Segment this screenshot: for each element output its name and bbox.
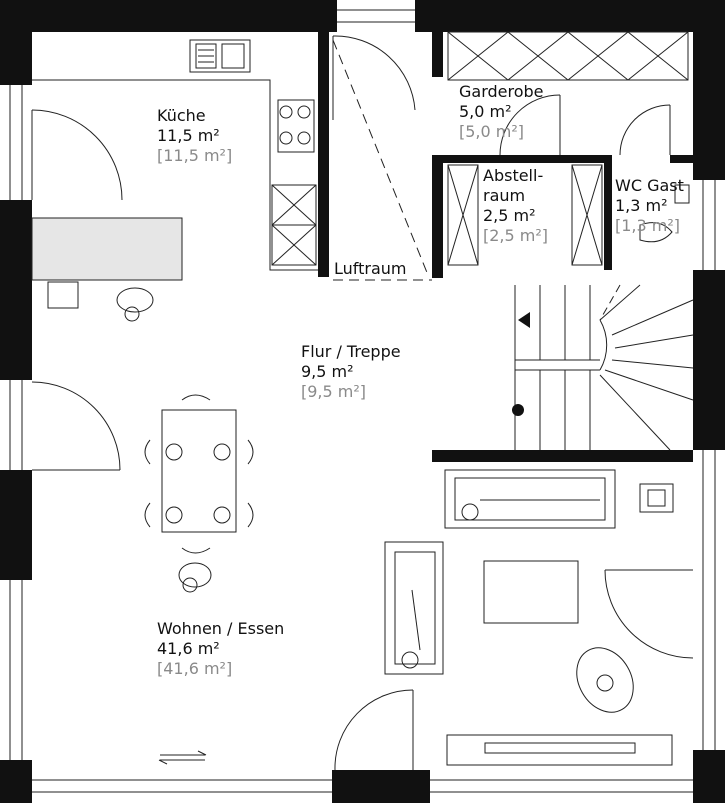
dining-table: [144, 394, 254, 554]
person-figure-dining: [178, 562, 212, 593]
door-entrance: [332, 35, 416, 120]
sofa-left: [384, 541, 444, 675]
kitchen-island: [31, 217, 183, 281]
side-table: [639, 483, 674, 513]
luftraum-label: Luftraum: [334, 259, 407, 278]
room-label-flur: Flur / Treppe 9,5 m² [9,5 m²]: [301, 342, 401, 401]
door-kitchen: [31, 109, 123, 201]
door-dining-window: [31, 381, 121, 471]
staircase: [514, 284, 694, 451]
door-wc: [619, 104, 671, 156]
room-label-wc: WC Gast 1,3 m² [1,3 m²]: [615, 176, 684, 235]
wardrobe: [447, 31, 689, 81]
room-label-kueche: Küche 11,5 m² [11,5 m²]: [157, 106, 233, 165]
coffee-table: [483, 560, 579, 624]
person-armchair: [576, 647, 634, 713]
door-abstell: [499, 94, 561, 156]
bar-stool: [47, 281, 79, 309]
person-figure: [116, 287, 154, 322]
luftraum-void: [332, 39, 432, 281]
room-label-abstell: Abstell- raum 2,5 m² [2,5 m²]: [483, 166, 549, 245]
tv-sideboard: [446, 734, 673, 766]
slide-arrow-icon: [158, 750, 207, 765]
stair-start-dot: [512, 404, 524, 416]
door-terrace: [604, 569, 694, 659]
sofa-top: [444, 469, 616, 529]
kitchen-counter: [32, 39, 318, 271]
door-living-bottom: [334, 689, 414, 771]
room-label-garderobe: Garderobe 5,0 m² [5,0 m²]: [459, 82, 544, 141]
wc-fixtures: [639, 184, 690, 243]
room-label-wohnen: Wohnen / Essen 41,6 m² [41,6 m²]: [157, 619, 285, 678]
storage-shelves: [447, 164, 603, 266]
stair-arrow-icon: [518, 312, 530, 328]
interior-walls: [318, 32, 693, 462]
